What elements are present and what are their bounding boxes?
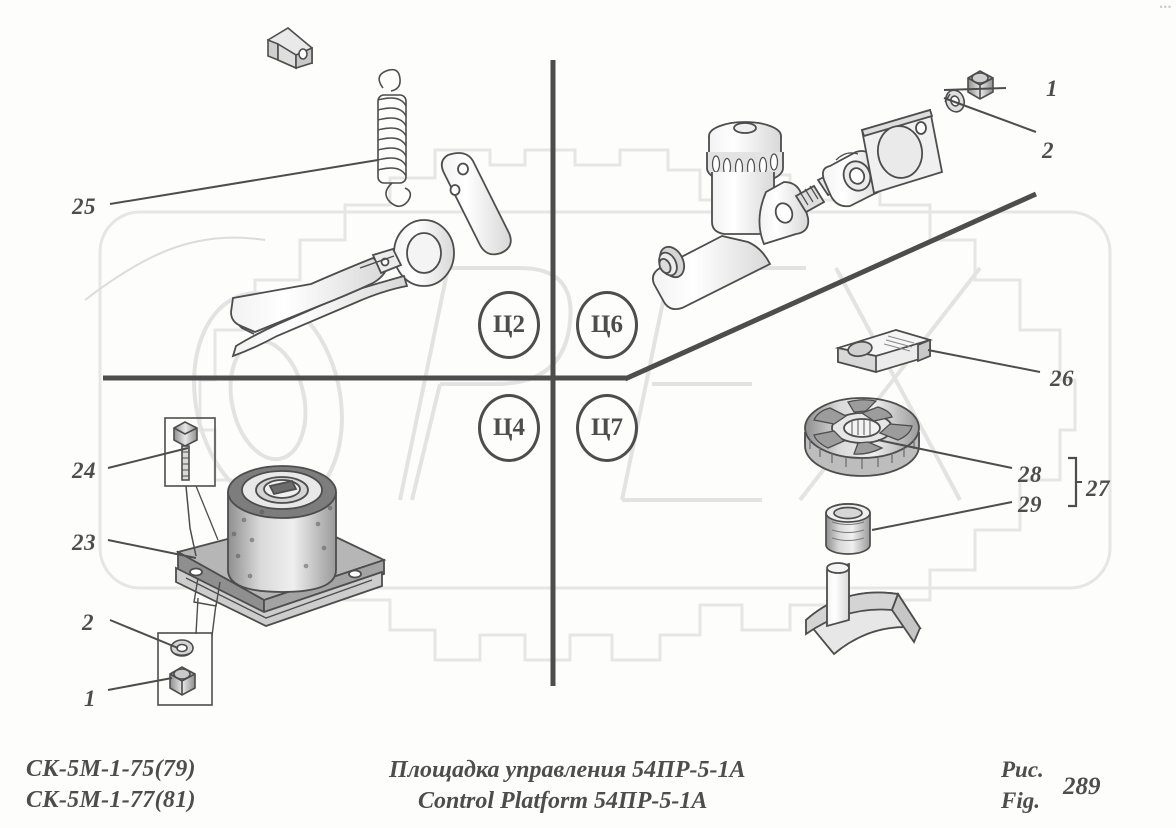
fig-label-english: Fig. [1001, 788, 1040, 813]
master-cylinder-assembly [651, 108, 944, 311]
fastener-callout-box [157, 577, 221, 706]
quadrant-label-c6: Ц6 [591, 311, 623, 338]
bolt-callout-box [164, 417, 219, 557]
roller-pulley [804, 397, 920, 477]
callout-2-bottom-left[interactable]: 2 [82, 610, 94, 635]
quadrant-label-c2: Ц2 [493, 311, 525, 338]
quadrant-circle-c4[interactable]: Ц4 [478, 394, 540, 462]
title-russian: Площадка управления 54ПР-5-1А [389, 757, 746, 783]
title-english: Control Platform 54ПР-5-1А [418, 788, 708, 814]
callout-26[interactable]: 26 [1050, 366, 1074, 391]
divider-lines [103, 60, 1038, 686]
nut-part-top [967, 70, 994, 100]
retainer-clip [834, 329, 934, 374]
rubber-mount-assembly [175, 465, 387, 627]
quadrant-circle-c6[interactable]: Ц6 [576, 291, 638, 359]
callout-1-top-right[interactable]: 1 [1046, 76, 1058, 101]
leader-lines [107, 87, 1082, 691]
angle-bracket-part [266, 27, 313, 70]
figure-number: 289 [1063, 773, 1101, 800]
quadrant-label-c7: Ц7 [591, 414, 623, 441]
callout-25[interactable]: 25 [72, 194, 96, 219]
callout-29[interactable]: 29 [1018, 492, 1042, 517]
callout-1-bottom-left[interactable]: 1 [84, 686, 96, 711]
quadrant-label-c4: Ц4 [493, 414, 525, 441]
pedal-pad [804, 562, 922, 656]
model-line-2: СК-5М-1-77(81) [26, 787, 196, 813]
callout-28[interactable]: 28 [1018, 462, 1042, 487]
return-spring [377, 68, 412, 208]
quadrant-circle-c7[interactable]: Ц7 [576, 394, 638, 462]
callout-2-top-right[interactable]: 2 [1042, 138, 1054, 163]
model-line-1: СК-5М-1-75(79) [26, 756, 196, 782]
corner-mark: ••• [1159, 2, 1172, 12]
bushing [825, 503, 871, 555]
callout-23[interactable]: 23 [72, 530, 96, 555]
pedal-lever-assembly [230, 152, 512, 358]
fig-label-russian: Рис. [1001, 757, 1044, 782]
callout-24[interactable]: 24 [72, 458, 96, 483]
quadrant-circle-c2[interactable]: Ц2 [478, 291, 540, 359]
callout-27[interactable]: 27 [1086, 476, 1110, 501]
